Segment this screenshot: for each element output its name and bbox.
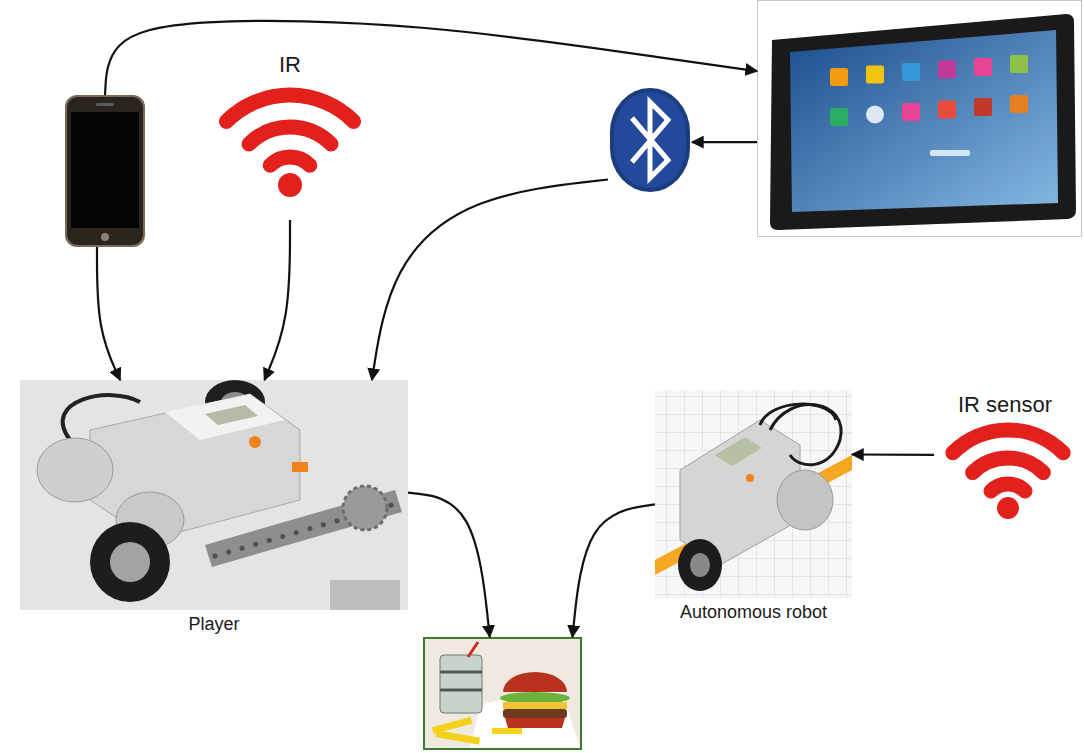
bluetooth-symbol-part — [632, 102, 668, 178]
food-photo-part — [468, 642, 478, 657]
phone-picture-part — [71, 112, 139, 228]
tablet-picture-part — [938, 101, 956, 119]
caption-label: IR sensor — [958, 392, 1052, 418]
tablet-picture-part — [974, 58, 992, 76]
ir-sensor-symbol-part — [991, 484, 1025, 491]
player-photo-part — [330, 580, 400, 610]
phone-picture-part — [65, 95, 145, 247]
tablet-picture-part — [830, 68, 848, 86]
tablet-picture-part — [866, 66, 884, 84]
autonomous-robot-photo-part — [690, 553, 710, 577]
tablet-picture-part — [770, 14, 1076, 230]
food-photo-part — [505, 718, 565, 728]
autonomous-robot-photo-part — [760, 404, 836, 425]
player-photo-part — [292, 462, 308, 472]
ir-signal-symbol — [226, 95, 353, 197]
tablet-picture-part — [830, 108, 848, 126]
arrow-connector — [372, 180, 608, 380]
food-photo-part — [436, 730, 481, 745]
player-photo-part — [110, 542, 150, 582]
arrow-connector — [852, 453, 934, 456]
arrow-connector — [408, 493, 490, 637]
autonomous-robot-photo-part — [678, 539, 722, 591]
tablet-picture-part — [930, 150, 970, 156]
player-photo-part — [37, 438, 113, 502]
bluetooth-node — [608, 88, 692, 192]
tablet-node — [757, 0, 1082, 237]
player-photo-part — [249, 436, 261, 448]
ir-sensor-symbol-part — [973, 458, 1044, 473]
player-photo-part — [20, 380, 408, 610]
tablet-picture-part — [866, 106, 884, 124]
phone-picture-part — [96, 103, 114, 106]
food-photo-part — [470, 685, 580, 748]
player-photo-part — [90, 522, 170, 602]
tablet-picture-part — [902, 103, 920, 121]
robot-node: Autonomous robot — [655, 390, 852, 598]
autonomous-robot-photo — [655, 390, 852, 598]
food-photo-part — [440, 689, 482, 692]
food-photo — [424, 638, 581, 749]
ir-sensor-node: IR sensor — [934, 422, 1076, 526]
phone-node — [65, 95, 145, 247]
player-photo-part — [165, 394, 285, 440]
caption-label: Player — [188, 614, 239, 636]
tablet-picture-part — [758, 1, 1082, 237]
ir-sensor-symbol — [953, 430, 1063, 519]
tablet-picture-part — [974, 98, 992, 116]
food-photo-part — [503, 709, 567, 718]
arrow-connector — [105, 21, 757, 95]
bluetooth-symbol — [610, 88, 690, 192]
ir-sensor-symbol-part — [953, 430, 1063, 453]
tablet-picture-part — [790, 30, 1058, 212]
bluetooth-symbol-part — [614, 92, 686, 188]
arrow-connector — [692, 141, 757, 143]
arrow-connector — [97, 247, 120, 380]
food-photo-part — [424, 638, 581, 749]
ir-signal-symbol-part — [270, 157, 310, 165]
phone-picture-part — [67, 97, 143, 245]
food-photo-part — [440, 671, 482, 674]
phone-picture-part — [101, 233, 109, 241]
ir-signal-symbol-part — [278, 173, 302, 197]
caption-label: IR — [279, 52, 301, 78]
phone-picture — [65, 95, 145, 247]
player-photo-part — [343, 486, 387, 530]
player-photo-part — [205, 405, 258, 425]
bluetooth-symbol-part — [610, 88, 690, 192]
tablet-picture-part — [1010, 55, 1028, 73]
autonomous-robot-photo-part — [777, 470, 833, 530]
food-photo-part — [503, 672, 567, 692]
arrow-connector — [572, 504, 655, 637]
ir-sensor-symbol-part — [997, 497, 1019, 519]
autonomous-robot-photo-part — [715, 437, 762, 466]
food-node — [423, 637, 582, 750]
food-photo-part — [503, 702, 567, 709]
ir-signal-symbol-part — [249, 127, 331, 144]
ir-node: IR — [218, 82, 362, 220]
autonomous-robot-photo-part — [746, 474, 754, 482]
food-photo-part — [492, 728, 522, 734]
player-photo — [20, 380, 408, 610]
caption-label: Autonomous robot — [680, 602, 827, 624]
arrow-connector — [264, 220, 290, 380]
tablet-picture-part — [1010, 95, 1028, 113]
player-node: Player — [20, 380, 408, 610]
autonomous-robot-photo-part — [655, 390, 852, 598]
food-photo-part — [440, 655, 482, 713]
tablet-picture — [758, 1, 1082, 237]
tablet-picture-part — [902, 63, 920, 81]
autonomous-robot-photo-part — [655, 390, 852, 598]
ir-signal-symbol-part — [226, 95, 353, 121]
tablet-picture-part — [938, 61, 956, 79]
